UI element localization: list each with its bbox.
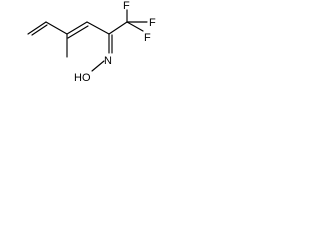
atom-fluorine-top: F <box>123 0 130 12</box>
bond-c1-c2 <box>27 21 47 35</box>
atom-nitrogen: N <box>104 55 112 67</box>
bond-c3-c4-double <box>67 25 89 39</box>
bond-c5-cf3 <box>108 21 128 35</box>
bond-cf3-f-lower <box>126 21 144 32</box>
molecule-diagram: F F F N HO <box>0 0 180 110</box>
bond-c2-c3 <box>45 21 68 35</box>
molecule-structure: F F F N HO <box>27 0 156 84</box>
bond-c1-c2-double <box>31 24 48 36</box>
atom-fluorine-right: F <box>149 17 156 29</box>
atom-hydroxyl: HO <box>74 72 91 84</box>
atom-fluorine-lower: F <box>144 32 151 44</box>
bond-c3-c4 <box>66 21 88 35</box>
bond-n-o <box>91 60 105 72</box>
bond-c4-c5 <box>86 21 110 35</box>
